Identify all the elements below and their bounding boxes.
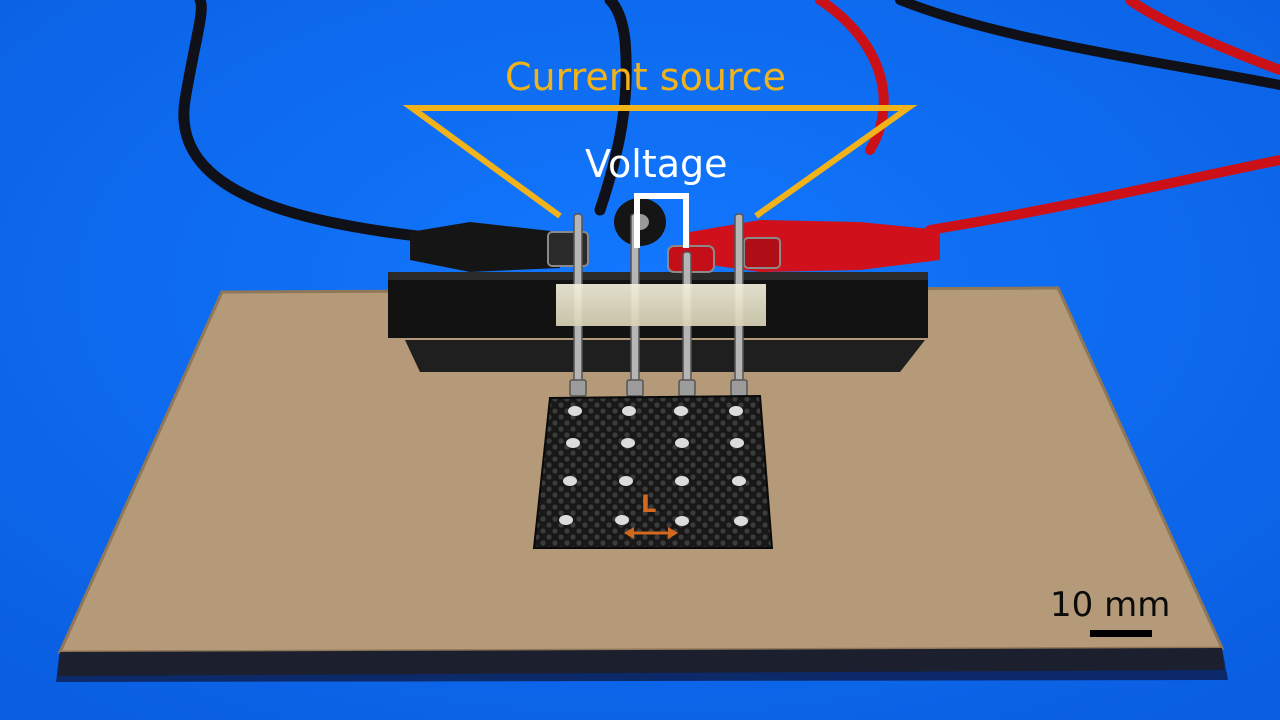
current-source-bracket bbox=[402, 105, 918, 219]
board-edge bbox=[58, 648, 1224, 676]
voltage-label: Voltage bbox=[585, 142, 728, 186]
scale-bar-label: 10 mm bbox=[1050, 585, 1171, 625]
red-alligator-clip bbox=[667, 220, 940, 273]
current-source-label: Current source bbox=[505, 55, 786, 99]
scale-bar bbox=[1090, 630, 1152, 637]
masking-tape bbox=[556, 284, 766, 326]
length-arrow bbox=[624, 527, 678, 539]
voltage-bracket bbox=[634, 193, 689, 248]
dark-cable-right bbox=[895, 0, 1280, 90]
black-cable bbox=[178, 0, 632, 246]
carbon-sample bbox=[532, 394, 774, 549]
contact-dots bbox=[559, 406, 748, 526]
length-symbol-label: L bbox=[641, 490, 657, 518]
holder-block-face bbox=[388, 272, 928, 280]
holder-shadow bbox=[405, 340, 925, 372]
